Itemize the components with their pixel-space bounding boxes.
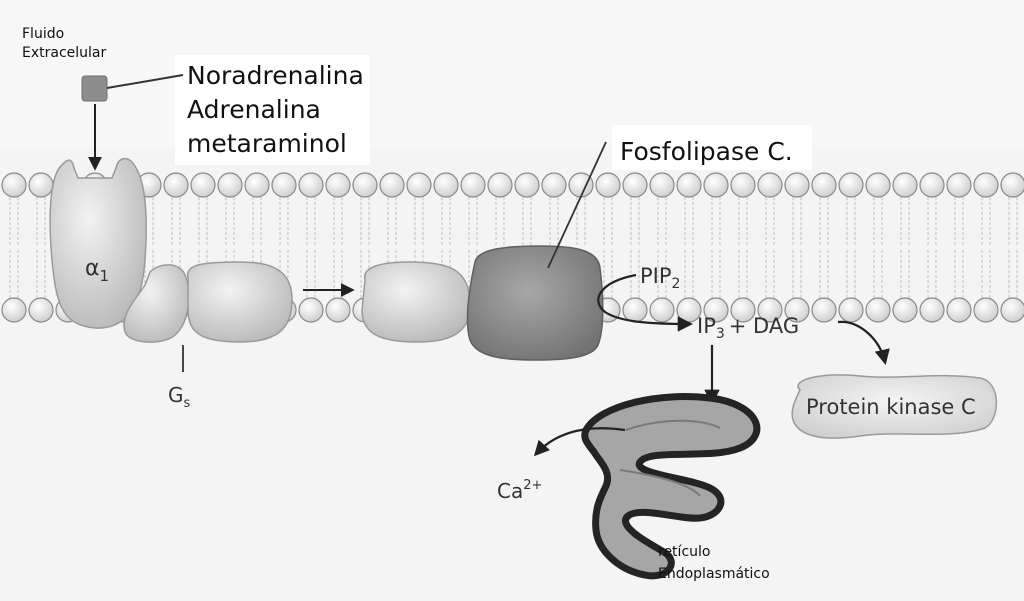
lipid-head xyxy=(1,172,27,198)
lipid-head xyxy=(946,297,972,323)
lipid-head xyxy=(622,297,648,323)
agonist-adrenalina: Adrenalina xyxy=(187,95,321,124)
lipid-head xyxy=(379,172,405,198)
protein-kinase-c xyxy=(791,374,998,439)
lipid-head xyxy=(838,297,864,323)
lipid-head xyxy=(406,172,432,198)
lipid-head xyxy=(784,297,810,323)
lipid-head xyxy=(298,172,324,198)
extracellular-region xyxy=(0,0,1024,150)
lipid-head xyxy=(1000,297,1024,323)
dag-arrow xyxy=(837,320,890,366)
enzyme-label: Fosfolipase C. xyxy=(620,137,793,166)
label-backdrop xyxy=(175,55,370,165)
lipid-head xyxy=(514,172,540,198)
lipid-head xyxy=(892,172,918,198)
lipid-head xyxy=(325,297,351,323)
lipid-head xyxy=(784,172,810,198)
g-protein-alpha xyxy=(123,264,190,343)
ligand-square xyxy=(81,75,108,102)
ligand-leader-line xyxy=(106,74,184,89)
lipid-head xyxy=(298,297,324,323)
phospholipase-c xyxy=(466,245,604,361)
lipid-head xyxy=(757,172,783,198)
lipid-head xyxy=(811,172,837,198)
agonist-noradrenalina: Noradrenalina xyxy=(187,61,364,90)
calcium-arrow xyxy=(533,427,626,457)
lipid-head xyxy=(838,172,864,198)
g-protein-label: Gs xyxy=(168,383,191,411)
lipid-head xyxy=(757,297,783,323)
lipid-head xyxy=(460,172,486,198)
protein-kinase-c-label: Protein kinase C xyxy=(806,395,976,419)
lipid-head xyxy=(595,172,621,198)
alpha1-label: α1 xyxy=(85,256,109,285)
ip3-dag-label: IP3+ DAG xyxy=(697,314,799,342)
lipid-head xyxy=(1000,172,1024,198)
lipid-head xyxy=(163,172,189,198)
agonist-metaraminol: metaraminol xyxy=(187,129,347,158)
lipid-head xyxy=(28,172,54,198)
lipid-head xyxy=(217,172,243,198)
lipid-head xyxy=(865,172,891,198)
extracellular-label-line2: Extracelular xyxy=(22,45,106,61)
lipid-head xyxy=(676,172,702,198)
lipid-head xyxy=(919,297,945,323)
alpha1-receptor xyxy=(49,157,147,329)
lipid-head xyxy=(703,172,729,198)
lipid-head xyxy=(649,297,675,323)
er-lumen-line-2 xyxy=(619,469,701,497)
lipid-head xyxy=(190,172,216,198)
lipid-head xyxy=(811,297,837,323)
g-protein-beta-gamma xyxy=(186,261,293,343)
lipid-head xyxy=(28,297,54,323)
er-label-line1: retículo xyxy=(658,544,710,560)
enzyme-leader-line xyxy=(547,141,607,269)
er-label-line2: Endoplasmático xyxy=(658,566,770,582)
endoplasmic-reticulum xyxy=(581,393,761,580)
calcium-label: Ca2+ xyxy=(497,478,542,503)
lipid-head xyxy=(487,172,513,198)
lipid-head xyxy=(703,297,729,323)
pip2-arrow xyxy=(597,273,694,332)
lipid-head xyxy=(946,172,972,198)
lipid-head xyxy=(352,172,378,198)
lipid-head xyxy=(244,172,270,198)
lipid-head xyxy=(622,172,648,198)
lipid-head xyxy=(271,172,297,198)
label-backdrop-2 xyxy=(612,125,812,170)
lipid-head xyxy=(892,297,918,323)
lipid-head xyxy=(865,297,891,323)
lipid-head xyxy=(649,172,675,198)
lipid-head xyxy=(541,172,567,198)
er-lumen-line xyxy=(625,419,721,431)
lipid-head xyxy=(973,297,999,323)
lipid-head xyxy=(433,172,459,198)
lipid-head xyxy=(919,172,945,198)
lipid-head xyxy=(730,172,756,198)
pip2-label: PIP2 xyxy=(640,264,680,292)
extracellular-label-line1: Fluido xyxy=(22,26,64,42)
lipid-head xyxy=(1,297,27,323)
lipid-head xyxy=(730,297,756,323)
activated-g-alpha xyxy=(361,261,471,343)
lipid-head xyxy=(325,172,351,198)
lipid-head xyxy=(973,172,999,198)
